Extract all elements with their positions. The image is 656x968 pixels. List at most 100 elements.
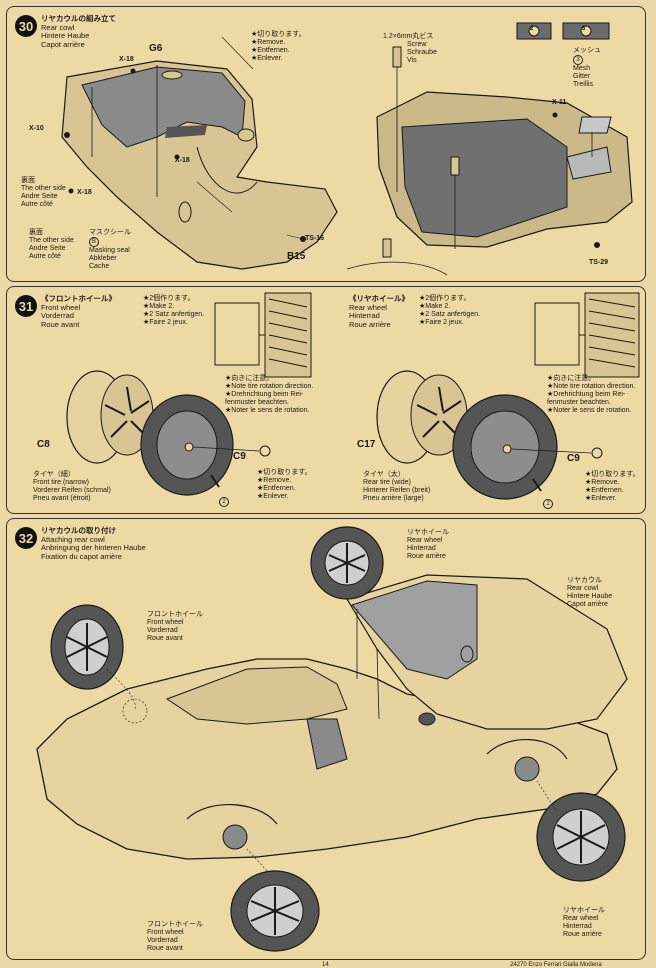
front-wheel-bottom-label: フロントホイール Front wheel Vorderrad Roue avan…	[147, 921, 203, 953]
side-window	[306, 718, 348, 770]
nut-c9	[259, 445, 271, 457]
tire-de: Vorderer Reifen (schmal)	[33, 487, 111, 494]
part-c9: C9	[233, 451, 246, 462]
make-en: ★Make 2.	[419, 303, 451, 310]
screw-label: X-10	[29, 125, 44, 132]
rotation-en: ★Note tire rotation direction.	[547, 383, 636, 390]
label-de: Hintere Haube	[567, 593, 613, 600]
tire-de: Hinterer Reifen (breit)	[363, 487, 431, 494]
front-hub	[222, 824, 248, 850]
tire-jp: タイヤ（細）	[33, 471, 75, 478]
screw-1	[392, 46, 402, 68]
screw-jp: 1.2×6mm丸ビス	[383, 33, 434, 40]
step-31-panel: 31 《フロントホイール》 Front wheel Vorderrad Roue…	[6, 286, 646, 514]
tire-jp: タイヤ（太）	[363, 471, 405, 478]
label-de: Hinterrad	[407, 545, 436, 552]
label-en: Front wheel	[147, 929, 184, 936]
remove-fr: ★Enlever.	[585, 495, 617, 502]
step-title: リヤカウルの取り付け Attaching rear cowl Anbringun…	[41, 526, 146, 561]
label-jp: リヤカウル	[567, 577, 602, 584]
label-de: Vorderrad	[147, 627, 178, 634]
remove-jp: ★切り取ります。	[585, 471, 640, 478]
rotation-de-2: fenmuster beachten.	[225, 399, 289, 406]
part-c9-rear: C9	[567, 453, 580, 464]
front-tire-label: タイヤ（細） Front tire (narrow) Vorderer Reif…	[33, 471, 111, 503]
label-en: Rear wheel	[563, 915, 599, 922]
rotation-fr: ★Noter le sens de rotation.	[225, 407, 310, 414]
title-fr: Fixation du capot arrière	[41, 551, 122, 561]
rear-tire-label: タイヤ（太） Rear tire (wide) Hinterer Reifen …	[363, 471, 430, 503]
remove-jp: ★切り取ります。	[251, 31, 306, 38]
mesh-fr: Treillis	[573, 81, 593, 88]
rear-hub	[514, 756, 540, 782]
mesh-piece	[578, 116, 612, 134]
make-de: ★2 Satz anfertigen.	[143, 311, 205, 318]
mesh-note: メッシュ 3 Mesh Gitter Treillis	[573, 47, 601, 89]
front-title-de: Vorderrad	[41, 311, 74, 320]
remove-de: ★Entfernen.	[585, 487, 624, 494]
screw-en: Screw	[407, 41, 427, 48]
rear-wheel-title: 《リヤホイール》 Rear wheel Hinterrad Roue arriè…	[349, 294, 409, 329]
rear-window-g6	[81, 66, 246, 148]
body-edge	[346, 261, 448, 276]
make-fr: ★Faire 2 jeux.	[419, 319, 464, 326]
rear-title-de: Hinterrad	[349, 311, 380, 320]
mesh-position	[566, 146, 612, 180]
remove-de: ★Entfernen.	[257, 485, 296, 492]
step-title-jp: リヤカウルの組み立て	[41, 14, 116, 23]
masking-jp: マスクシール	[89, 229, 131, 236]
make-de: ★2 Satz anfertigen.	[419, 311, 481, 318]
part-c17: C17	[357, 439, 376, 450]
other-side-jp: 裏面	[29, 229, 43, 236]
other-side-fr: Autre côté	[29, 253, 61, 260]
remove-note-rear: ★切り取ります。 ★Remove. ★Entfernen. ★Enlever.	[585, 471, 640, 503]
label-jp: フロントホイール	[147, 921, 203, 928]
other-side-en: The other side	[21, 185, 66, 192]
remove-en: ★Remove.	[257, 477, 292, 484]
front-title-fr: Roue avant	[41, 319, 80, 329]
remove-fr: ★Enlever.	[257, 493, 289, 500]
rotation-note-rear: ★向きに注意。 ★Note tire rotation direction. ★…	[547, 375, 635, 415]
rotation-jp: ★向きに注意。	[225, 375, 274, 382]
cowl-button	[237, 128, 255, 142]
leader-line	[221, 36, 254, 70]
label-fr: Roue avant	[147, 635, 183, 642]
front-title-jp: 《フロントホイール》	[41, 294, 116, 303]
label-en: Front wheel	[147, 619, 184, 626]
count-rear: 2	[543, 499, 553, 509]
part-g6: G6	[149, 43, 163, 54]
label-fr: Roue arrière	[407, 553, 446, 560]
step-number: 30	[15, 15, 37, 37]
step-30-drawing	[61, 22, 633, 276]
mesh-de: Gitter	[573, 73, 591, 80]
make-fr: ★Faire 2 jeux.	[143, 319, 188, 326]
rim-spokes	[104, 386, 150, 438]
mesh-en: Mesh	[573, 65, 591, 72]
front-wheel-title: 《フロントホイール》 Front wheel Vorderrad Roue av…	[41, 294, 116, 329]
tire-en: Rear tire (wide)	[363, 479, 411, 486]
title-en: Attaching rear cowl	[41, 534, 105, 544]
label-de: Vorderrad	[147, 937, 178, 944]
screw-3	[382, 238, 392, 258]
rear-title-jp: 《リヤホイール》	[349, 294, 409, 303]
underside-shaded	[401, 118, 568, 238]
front-wheel-left-label: フロントホイール Front wheel Vorderrad Roue avan…	[147, 611, 203, 643]
screw-dot	[300, 236, 306, 242]
rear-cowl-label: リヤカウル Rear cowl Hintere Haube Capot arri…	[567, 577, 612, 609]
label-en: Rear wheel	[407, 537, 443, 544]
step-31-drawing	[66, 292, 640, 500]
step-32-drawing	[36, 526, 628, 952]
remove-fr: ★Enlever.	[251, 55, 283, 62]
step-title-fr: Capot arrière	[41, 39, 85, 49]
screw-label: X-11	[552, 99, 567, 106]
screw-label: X-18	[119, 56, 134, 63]
label-de: Hinterrad	[563, 923, 592, 930]
mesh-tag-label: 3	[582, 26, 586, 32]
count-front-value: 2	[219, 497, 229, 507]
part-b15: B15	[287, 251, 306, 262]
remove-en: ★Remove.	[585, 479, 620, 486]
front-make-note: ★2個作ります。 ★Make 2. ★2 Satz anfertigen. ★F…	[143, 295, 204, 327]
footer-caption: 24270 Enzo Ferrari Gialla Modena	[510, 962, 602, 968]
rotation-de: ★Drehrichtung beim Rei-	[225, 391, 304, 398]
rear-wheel-top-label: リヤホイール Rear wheel Hinterrad Roue arrière	[407, 529, 449, 561]
